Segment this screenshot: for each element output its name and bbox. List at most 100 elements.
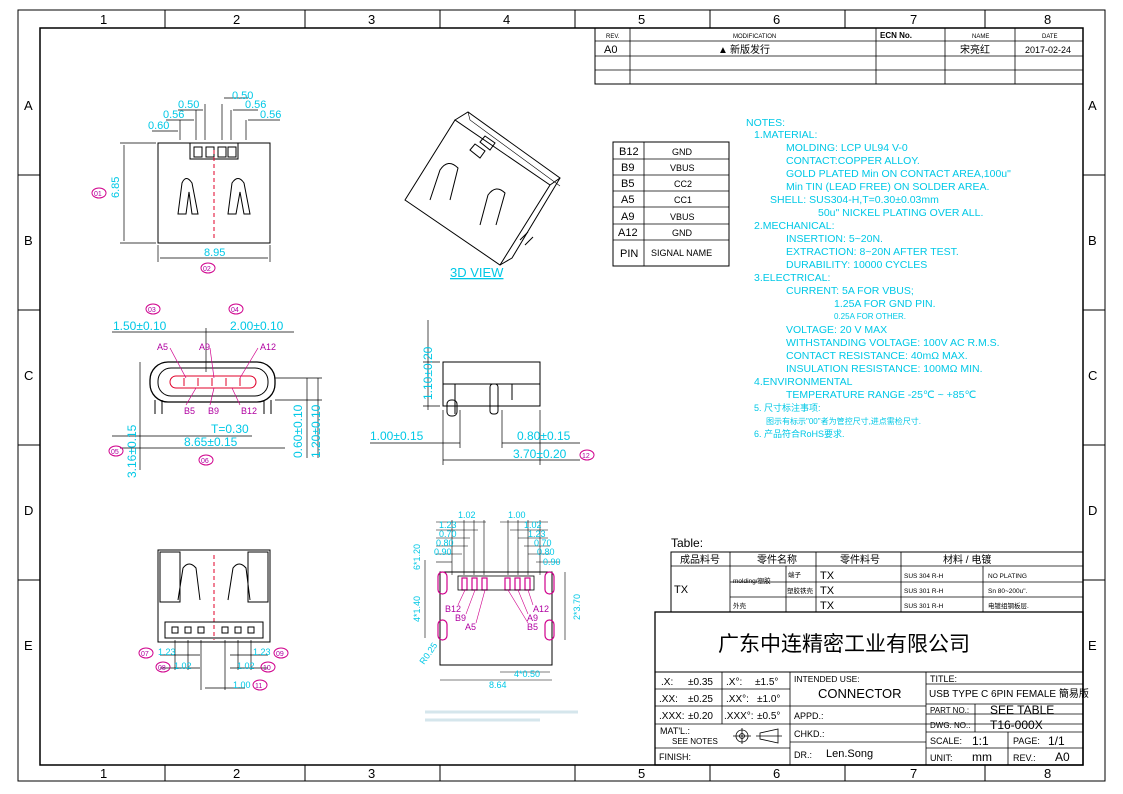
3d-view: 3D VIEW: [404, 111, 561, 280]
material-row-1-name: 端子: [788, 570, 802, 579]
notes-line-2: 1.MATERIAL:: [754, 129, 817, 141]
rev-row-rev: A0: [604, 44, 617, 56]
title-value: USB TYPE C 6PIN FEMALE 簡易版: [929, 687, 1089, 700]
tol-row-2-b: .XX°:: [726, 694, 749, 705]
pin-footer-pin: PIN: [620, 248, 638, 260]
fp-label-a12: A12: [533, 604, 549, 614]
rev-row-modification: 新版发行: [730, 43, 770, 56]
notes-line-21: 4.ENVIRONMENTAL: [754, 376, 853, 388]
projection-symbol-icon: [733, 728, 782, 744]
material-header-2: 零件名称: [757, 553, 797, 566]
dim-0-50-a: 0.50: [178, 99, 199, 111]
col-label-8-bottom: 8: [1044, 766, 1051, 781]
notes-line-15: 1.25A FOR GND PIN.: [834, 298, 936, 310]
material-table-caption: Table:: [671, 536, 703, 550]
col-label-5: 5: [638, 12, 645, 27]
tol-row-3-a: .XXX:: [659, 711, 685, 722]
dr-label: DR.:: [794, 750, 812, 760]
pin-row-4-pin: A5: [621, 194, 634, 206]
intended-use-label: INTENDED USE:: [794, 674, 860, 684]
pin-footer-signal: SIGNAL NAME: [651, 248, 712, 258]
notes-line-13: 3.ELECTRICAL:: [754, 272, 830, 284]
material-row-1-group: molding/塑胶: [733, 576, 771, 585]
balloon-12: 12: [582, 453, 590, 460]
material-table: Table: 成品料号 零件名称 零件料号 材料 / 电镀 TX molding…: [670, 536, 1084, 613]
label-a12: A12: [260, 342, 276, 352]
col-label-1: 1: [100, 12, 107, 27]
tol-row-2-av: ±0.25: [688, 694, 713, 705]
fp-dim-4x1-40: 4*1.40: [412, 596, 422, 622]
material-row-2-part: TX: [820, 585, 835, 597]
balloon-03: 03: [148, 307, 156, 314]
dwg-no-label: DWG. NO.:: [930, 721, 970, 730]
label-b5: B5: [184, 406, 195, 416]
label-a9: A9: [199, 342, 210, 352]
title-block: 广东中连精密工业有限公司 .X: ±0.35 .X°: ±1.5° .XX:: [654, 611, 1089, 766]
dim-0-50-b: 0.50: [232, 90, 253, 102]
material-row-1-plating: NO PLATING: [988, 573, 1027, 580]
notes-line-3: MOLDING: LCP UL94 V-0: [786, 142, 908, 154]
tol-row-3-av: ±0.20: [688, 711, 713, 722]
material-header-1: 成品料号: [680, 553, 720, 566]
material-row-1-part: TX: [820, 570, 835, 582]
material-value: SEE NOTES: [672, 737, 718, 746]
dim-1-23-right: 1.23: [253, 647, 271, 657]
fp-label-a5: A5: [465, 622, 476, 632]
finish-label: FINISH:: [659, 752, 691, 762]
row-label-a: A: [24, 98, 33, 113]
notes-line-7: SHELL: SUS304-H,T=0.30±0.03mm: [770, 194, 939, 206]
fp-dim-6x1-20: 6*1.20: [412, 544, 422, 570]
pin-row-5-signal: VBUS: [670, 212, 695, 222]
pin-row-4-signal: CC1: [674, 195, 692, 205]
notes-line-11: EXTRACTION: 8~20N AFTER TEST.: [786, 246, 959, 258]
notes-line-6: Min TIN (LEAD FREE) ON SOLDER AREA.: [786, 181, 989, 193]
tol-row-3-b: .XXX°:: [724, 711, 754, 722]
col-label-7: 7: [910, 12, 917, 27]
scale-label: SCALE:: [930, 736, 962, 746]
balloon-11: 11: [255, 683, 262, 690]
dim-1-20-front: 1.20±0.10: [309, 404, 323, 458]
pin-row-6-signal: GND: [672, 228, 693, 238]
tol-row-2-a: .XX:: [659, 694, 678, 705]
tol-row-1-bv: ±1.5°: [755, 677, 778, 688]
rev-header-modification: MODIFICATION: [733, 34, 776, 40]
dim-1-02-right: 1.02: [237, 661, 255, 671]
appd-label: APPD.:: [794, 711, 824, 721]
page-label: PAGE:: [1013, 736, 1040, 746]
dim-0-56-c: 0.56: [260, 109, 281, 121]
notes-line-1: NOTES:: [746, 117, 785, 129]
material-row-3-part: TX: [820, 600, 835, 612]
dim-0-60-front: 0.60±0.10: [291, 404, 305, 458]
rev-header-rev: REV.: [606, 34, 620, 40]
row-label-a-right: A: [1088, 98, 1097, 113]
chkd-label: CHKD.:: [794, 729, 825, 739]
bottom-view: 1.23 1.02 1.23 1.02 1.00 07 08 09 10 11: [138, 549, 289, 691]
fp-dim-r0-25: R0.25: [417, 641, 439, 666]
dr-value: Len.Song: [826, 748, 873, 760]
col-label-2: 2: [233, 12, 240, 27]
material-label: MAT'L.:: [660, 726, 690, 736]
fp-dim-4: 1.02: [524, 520, 542, 530]
notes-line-20: INSULATION RESISTANCE: 100MΩ MIN.: [786, 363, 983, 375]
material-header-4: 材料 / 电镀: [943, 553, 991, 566]
row-label-c: C: [24, 368, 33, 383]
notes-line-8: 50u" NICKEL PLATING OVER ALL.: [818, 207, 983, 219]
material-row-2-material: SUS 301 R-H: [904, 588, 944, 595]
fp-dim-4x0-50: 4*0.50: [514, 669, 540, 679]
col-label-2-bottom: 2: [233, 766, 240, 781]
material-row-3-group: 外壳: [733, 601, 747, 610]
tol-row-1-a: .X:: [661, 677, 673, 688]
material-header-3: 零件料号: [840, 553, 880, 566]
fp-dim-1: 1.02: [458, 510, 476, 520]
fp-label-b12: B12: [445, 604, 461, 614]
fp-dim-6: 1.23: [528, 529, 546, 539]
label-b12: B12: [241, 406, 257, 416]
notes-block: NOTES: 1.MATERIAL: MOLDING: LCP UL94 V-0…: [746, 117, 1011, 439]
part-no-value: SEE TABLE: [990, 703, 1054, 717]
pin-row-5-pin: A9: [621, 211, 634, 223]
dim-1-50: 1.50±0.10: [113, 319, 167, 333]
notes-line-23: 5. 尺寸标注事项:: [754, 402, 821, 413]
col-label-8: 8: [1044, 12, 1051, 27]
notes-line-22: TEMPERATURE RANGE -25℃ ~ +85℃: [786, 389, 976, 401]
